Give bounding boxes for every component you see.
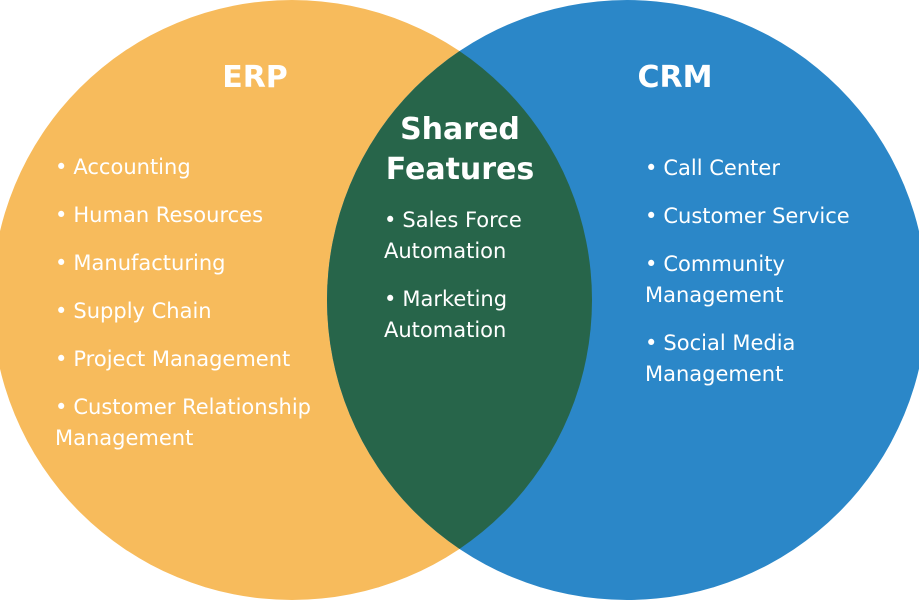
crm-item-label: Customer Service bbox=[663, 204, 850, 228]
crm-item-label: Social Media Management bbox=[645, 331, 796, 386]
bullet-icon: • bbox=[55, 251, 68, 275]
list-item: •Project Management bbox=[55, 344, 355, 375]
crm-feature-list: •Call Center •Customer Service •Communit… bbox=[645, 153, 895, 407]
bullet-icon: • bbox=[645, 204, 658, 228]
list-item: •Marketing Automation bbox=[384, 284, 584, 346]
shared-feature-list: •Sales Force Automation •Marketing Autom… bbox=[384, 205, 584, 363]
list-item: •Supply Chain bbox=[55, 296, 355, 327]
list-item: •Sales Force Automation bbox=[384, 205, 584, 267]
list-item: •Customer Service bbox=[645, 201, 895, 232]
bullet-icon: • bbox=[384, 287, 397, 311]
bullet-icon: • bbox=[645, 331, 658, 355]
bullet-icon: • bbox=[55, 203, 68, 227]
bullet-icon: • bbox=[645, 252, 658, 276]
bullet-icon: • bbox=[384, 208, 397, 232]
crm-item-label: Call Center bbox=[663, 156, 780, 180]
bullet-icon: • bbox=[55, 347, 68, 371]
bullet-icon: • bbox=[645, 156, 658, 180]
erp-title: ERP bbox=[222, 60, 288, 95]
erp-feature-list: •Accounting •Human Resources •Manufactur… bbox=[55, 152, 355, 471]
bullet-icon: • bbox=[55, 155, 68, 179]
erp-item-label: Accounting bbox=[73, 155, 191, 179]
shared-features-title: Shared Features bbox=[385, 112, 535, 187]
erp-item-label: Human Resources bbox=[73, 203, 264, 227]
list-item: •Customer Relationship Management bbox=[55, 392, 355, 454]
bullet-icon: • bbox=[55, 299, 68, 323]
bullet-icon: • bbox=[55, 395, 68, 419]
crm-item-label: Community Management bbox=[645, 252, 785, 307]
list-item: •Manufacturing bbox=[55, 248, 355, 279]
erp-item-label: Customer Relationship Management bbox=[55, 395, 311, 450]
shared-overlap-region bbox=[327, 0, 592, 600]
erp-item-label: Supply Chain bbox=[73, 299, 212, 323]
list-item: •Accounting bbox=[55, 152, 355, 183]
list-item: •Social Media Management bbox=[645, 328, 895, 390]
erp-item-label: Project Management bbox=[73, 347, 291, 371]
shared-item-label: Marketing Automation bbox=[384, 287, 508, 342]
crm-title: CRM bbox=[637, 60, 713, 95]
erp-item-label: Manufacturing bbox=[73, 251, 226, 275]
list-item: •Human Resources bbox=[55, 200, 355, 231]
list-item: •Community Management bbox=[645, 249, 895, 311]
list-item: •Call Center bbox=[645, 153, 895, 184]
shared-item-label: Sales Force Automation bbox=[384, 208, 522, 263]
